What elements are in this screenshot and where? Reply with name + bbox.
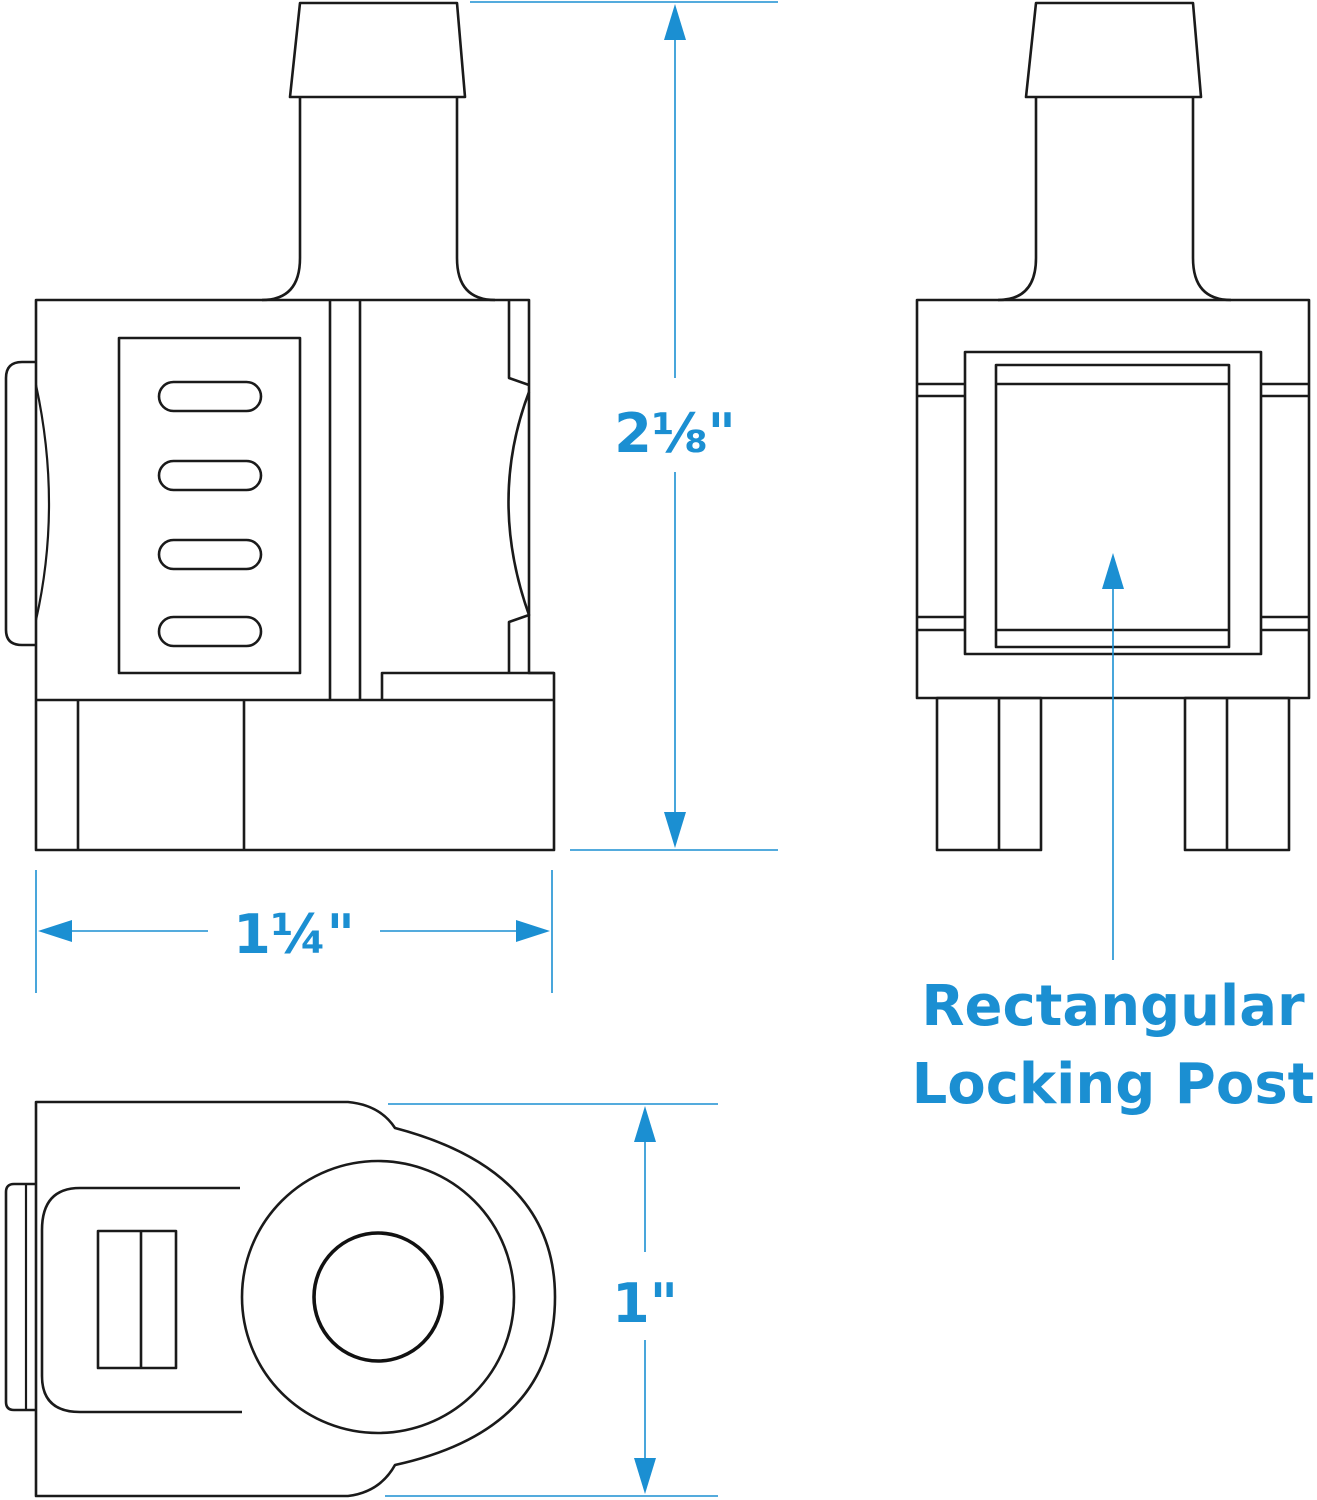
height-arrow-down (664, 812, 686, 848)
grip-slot-2 (157, 459, 263, 492)
top-port-ring (240, 1159, 516, 1435)
side-barb-tip (288, 1, 467, 99)
side-grip-panel (117, 336, 302, 675)
grip-slot-1 (157, 380, 263, 413)
depth-dimension: 1" (385, 1103, 718, 1497)
grip-slot-3 (157, 538, 263, 571)
locking-post-callout (1102, 553, 1124, 960)
height-label: 2⅛" (614, 402, 736, 465)
front-barb-tip (1024, 1, 1203, 99)
depth-arrow-up (634, 1106, 656, 1142)
top-port-hole (312, 1231, 444, 1363)
side-view (4, 1, 556, 852)
depth-label: 1" (612, 1272, 678, 1335)
top-lock-window (96, 1229, 178, 1370)
side-clip-left-curve (34, 384, 51, 621)
top-body-outline (34, 1100, 557, 1498)
depth-arrow-down (634, 1458, 656, 1494)
width-dimension: 1¼" (35, 870, 553, 993)
front-leg-right (1183, 696, 1291, 852)
width-label: 1¼" (233, 903, 355, 966)
locking-post-label-line1: Rectangular (921, 974, 1305, 1039)
width-arrow-right (516, 920, 550, 942)
locking-post-label-line2: Locking Post (911, 1052, 1315, 1117)
width-arrow-left (38, 920, 72, 942)
front-leg-left (935, 696, 1043, 852)
top-view (4, 1100, 557, 1498)
side-hose-neck (261, 97, 496, 302)
grip-slot-4 (157, 615, 263, 648)
top-inner-outline (40, 1186, 242, 1414)
side-latch-right (507, 300, 531, 673)
height-dimension: 2⅛" (470, 1, 778, 851)
side-step (380, 671, 554, 700)
callout-arrow (1102, 553, 1124, 589)
locking-post-label: Rectangular Locking Post (880, 968, 1317, 1124)
front-hose-neck (997, 97, 1232, 302)
height-arrow-up (664, 4, 686, 40)
side-body (34, 298, 556, 852)
side-clip-left (4, 360, 36, 647)
top-clip-tab (4, 1182, 36, 1412)
